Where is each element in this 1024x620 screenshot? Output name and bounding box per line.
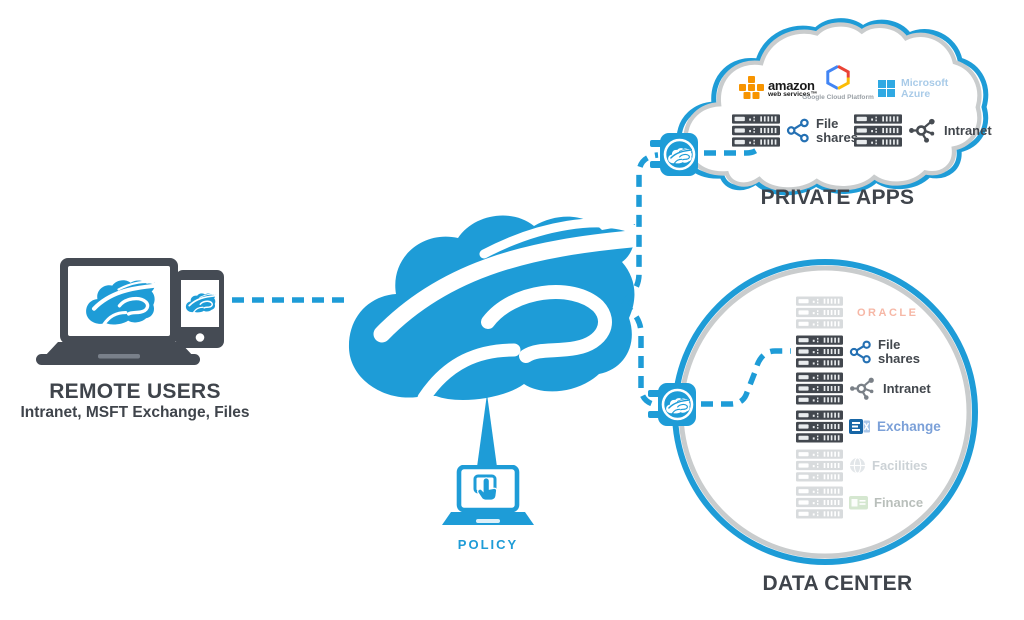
- dc-row-label: ORACLE: [857, 306, 919, 319]
- dc-row-file-shares: File shares: [796, 335, 924, 368]
- intranet-network-icon: [849, 377, 877, 400]
- private-apps-cloud: [676, 18, 989, 196]
- server-stack-icon: [796, 410, 843, 443]
- facilities-icon: [850, 457, 865, 474]
- policy-beam: [477, 394, 497, 467]
- aws-subtext: web services™: [768, 90, 818, 98]
- private-service-file-shares: File shares: [732, 114, 862, 147]
- file-shares-icon: [849, 340, 872, 364]
- gcp-logo: Google Cloud Platform: [802, 64, 874, 101]
- server-stack-icon: [796, 335, 843, 368]
- remote-users-title: REMOTE USERS: [49, 380, 221, 403]
- microsoft-flag-icon: [878, 80, 895, 97]
- dc-row-exchange: Exchange: [796, 410, 941, 443]
- service-label: File shares: [816, 116, 858, 145]
- dc-row-label: Intranet: [883, 380, 931, 396]
- dc-row-finance: Finance: [796, 486, 923, 519]
- server-stack-icon: [796, 372, 843, 405]
- dc-row-label: File shares: [878, 337, 920, 366]
- policy-laptop-icon: [442, 465, 534, 525]
- azure-line2: Azure: [901, 87, 931, 100]
- server-stack-icon: [796, 296, 843, 329]
- dc-row-label: Finance: [874, 495, 924, 510]
- laptop-icon: [36, 258, 200, 365]
- dc-row-intranet: Intranet: [796, 372, 931, 405]
- service-label: Intranet: [944, 122, 992, 138]
- policy-label: POLICY: [457, 537, 519, 552]
- private-apps-title: PRIVATE APPS: [760, 186, 915, 209]
- azure-line1: Microsoft: [901, 77, 949, 89]
- data-center-title: DATA CENTER: [762, 572, 913, 595]
- aws-wordmark: amazon: [768, 77, 815, 93]
- server-stack-icon: [796, 449, 843, 482]
- dc-row-label: Facilities: [872, 458, 928, 473]
- azure-logo: Microsoft Azure: [878, 78, 948, 99]
- smartphone-icon: [176, 270, 224, 348]
- server-stack-icon: [732, 114, 780, 147]
- aws-logo: amazon web services™: [738, 76, 817, 101]
- aws-cubes-icon: [739, 76, 764, 99]
- finance-icon: [849, 495, 868, 509]
- zscaler-cloud-icon: [336, 202, 636, 402]
- dc-row-oracle: ORACLE: [796, 296, 918, 329]
- intranet-network-icon: [908, 118, 938, 143]
- remote-users-subtitle: Intranet, MSFT Exchange, Files: [20, 404, 250, 421]
- gcp-label: Google Cloud Platform: [802, 94, 874, 101]
- server-stack-icon: [796, 486, 843, 519]
- private-service-intranet: Intranet: [854, 114, 992, 147]
- file-shares-icon: [786, 118, 810, 143]
- exchange-icon: [849, 419, 870, 434]
- server-stack-icon: [854, 114, 902, 147]
- dc-row-label: Exchange: [877, 419, 941, 434]
- pointer-hand-icon: [477, 477, 498, 501]
- gcp-hexagon-icon: [826, 65, 850, 90]
- dc-row-facilities: Facilities: [796, 449, 928, 482]
